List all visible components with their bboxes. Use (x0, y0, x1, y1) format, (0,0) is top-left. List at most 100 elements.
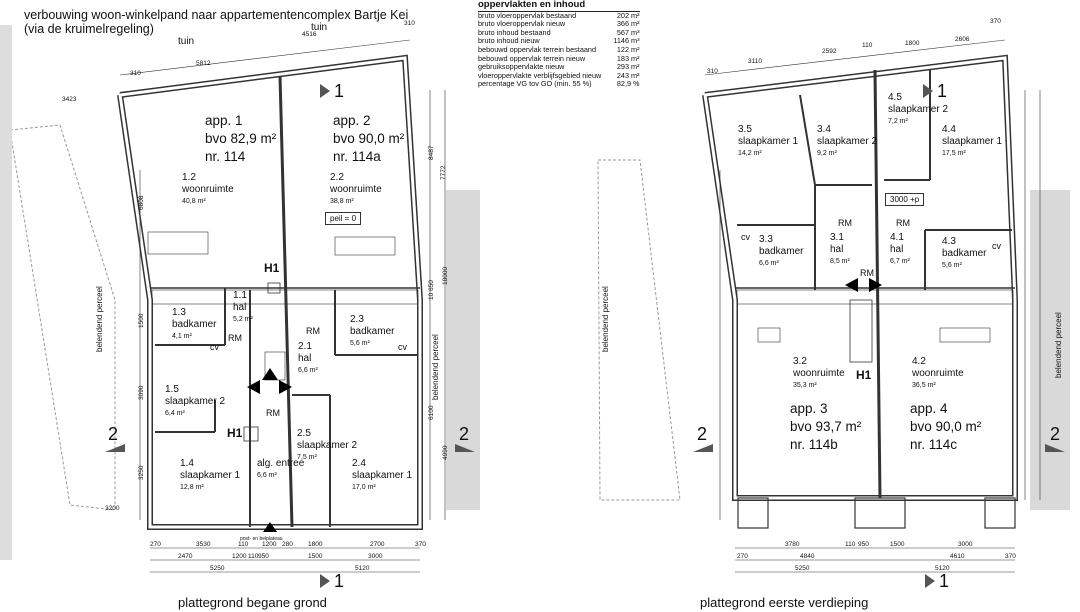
room-id: 4.2 (912, 356, 926, 367)
cv-label: cv (398, 342, 407, 352)
dimension-label: 3200 (105, 505, 120, 512)
section-1-label: 1 (937, 81, 948, 101)
dimension-label: 950 (858, 541, 869, 548)
room-area: 5,6 m² (942, 262, 962, 269)
apartment-1-label: app. 1 bvo 82,9 m² nr. 114 (205, 112, 276, 166)
area-label: percentage VG tov GO (min. 55 %) (478, 79, 592, 89)
area-label: bruto vloeroppervlak bestaand (478, 10, 577, 20)
area-label: bebouwd oppervlak terrein nieuw (478, 53, 586, 63)
dimension-label: 2470 (178, 553, 193, 560)
room-name: woonruimte (912, 368, 964, 379)
room-id: 1.5 (165, 384, 179, 395)
dimension-label: 1800 (905, 40, 920, 47)
room-id: 3.4 (817, 124, 831, 135)
room-id: 1.2 (182, 172, 196, 183)
dimension-label: 4516 (302, 31, 317, 38)
area-value: 122 m² (616, 44, 640, 54)
room-id: 2.3 (350, 314, 364, 325)
room-id: 2.5 (297, 428, 311, 439)
room-id: 3.3 (759, 234, 773, 245)
dimension-label: 2592 (822, 48, 837, 55)
room-area: 7,5 m² (297, 454, 317, 461)
room-name: slaapkamer 1 (942, 136, 1003, 147)
apartment-name: app. 3 (790, 401, 828, 416)
ground-floor-walls (117, 54, 423, 530)
area-label: vloeroppervlakte verblijfsgebied nieuw (478, 70, 602, 80)
dimension-label: 5120 (935, 565, 950, 572)
apartment-bvo: bvo 93,7 m² (790, 419, 862, 434)
areas-table-row: percentage VG tov GO (min. 55 %)82,9 % (478, 80, 640, 89)
neighbour-label: belendend perceel (601, 286, 610, 352)
room-name: hal (890, 244, 904, 255)
first-floor-walls (702, 54, 1018, 529)
dimension-label: 270 (150, 541, 161, 548)
garden-label-right: tuin (311, 22, 328, 33)
apartment-2-label: app. 2 bvo 90,0 m² nr. 114a (333, 112, 404, 166)
dimension-label: 6100 (428, 405, 435, 420)
room-id: 1.4 (180, 458, 194, 469)
smoke-detector-label: RM (266, 408, 280, 418)
dimension-label: 1200 (262, 541, 277, 548)
dimension-label: 3250 (138, 465, 145, 480)
room-name: badkamer (350, 326, 395, 337)
areas-table: oppervlakten en inhoud bruto vloeropperv… (478, 0, 640, 89)
dimension-label: 3090 (138, 385, 145, 400)
room-name: hal (298, 353, 312, 364)
room-id: 4.1 (890, 232, 904, 243)
apartment-number: nr. 114b (790, 437, 838, 452)
cv-label: cv (741, 232, 750, 242)
smoke-detector-label: RM (860, 268, 874, 278)
room-area: 40,8 m² (182, 198, 206, 205)
areas-table-row: bebouwd oppervlak terrein nieuw 183 m² (478, 53, 640, 64)
room-name: badkamer (759, 246, 804, 257)
h1-marker: H1 (264, 261, 280, 275)
h1-marker: H1 (856, 368, 872, 382)
apartment-bvo: bvo 90,0 m² (910, 419, 982, 434)
room-id: 4.4 (942, 124, 956, 135)
section-2-label: 2 (1050, 424, 1061, 444)
room-area: 9,2 m² (817, 150, 837, 157)
area-label: bruto vloeroppervlak nieuw (478, 19, 566, 29)
dimension-label: 4840 (800, 553, 815, 560)
room-name: badkamer (942, 248, 987, 259)
apartment-bvo: bvo 90,0 m² (333, 131, 405, 146)
neighbour-plot-left-first (597, 159, 681, 501)
dimension-label: 1500 (890, 541, 905, 548)
dimension-label: 4610 (950, 553, 965, 560)
dimension-label: 5812 (196, 60, 211, 67)
neighbour-label: belendend perceel (1054, 312, 1063, 378)
room-id: 1.3 (172, 307, 186, 318)
post-label: post- en belplateau (240, 536, 283, 542)
room-area: 5,6 m² (350, 340, 370, 347)
dimension-label: 5250 (210, 565, 225, 572)
areas-table-heading: oppervlakten en inhoud (478, 0, 640, 12)
apartment-bvo: bvo 82,9 m² (205, 131, 277, 146)
room-name: slaapkamer 2 (817, 136, 878, 147)
room-name: hal (233, 302, 247, 313)
apartment-number: nr. 114a (333, 149, 381, 164)
title-line-2: (via de kruimelregeling) (24, 22, 154, 36)
room-id: 2.4 (352, 458, 366, 469)
area-value: 183 m² (616, 53, 640, 63)
dimension-label: 110 (862, 42, 873, 49)
dimension-label: 370 (415, 541, 426, 548)
dimension-label: 2700 (370, 541, 385, 548)
cv-label: cv (210, 342, 219, 352)
area-value: 293 m² (616, 62, 640, 72)
area-label: bruto inhoud bestaand (478, 27, 551, 37)
apartment-name: app. 2 (333, 113, 371, 128)
section-2-label: 2 (108, 424, 119, 444)
